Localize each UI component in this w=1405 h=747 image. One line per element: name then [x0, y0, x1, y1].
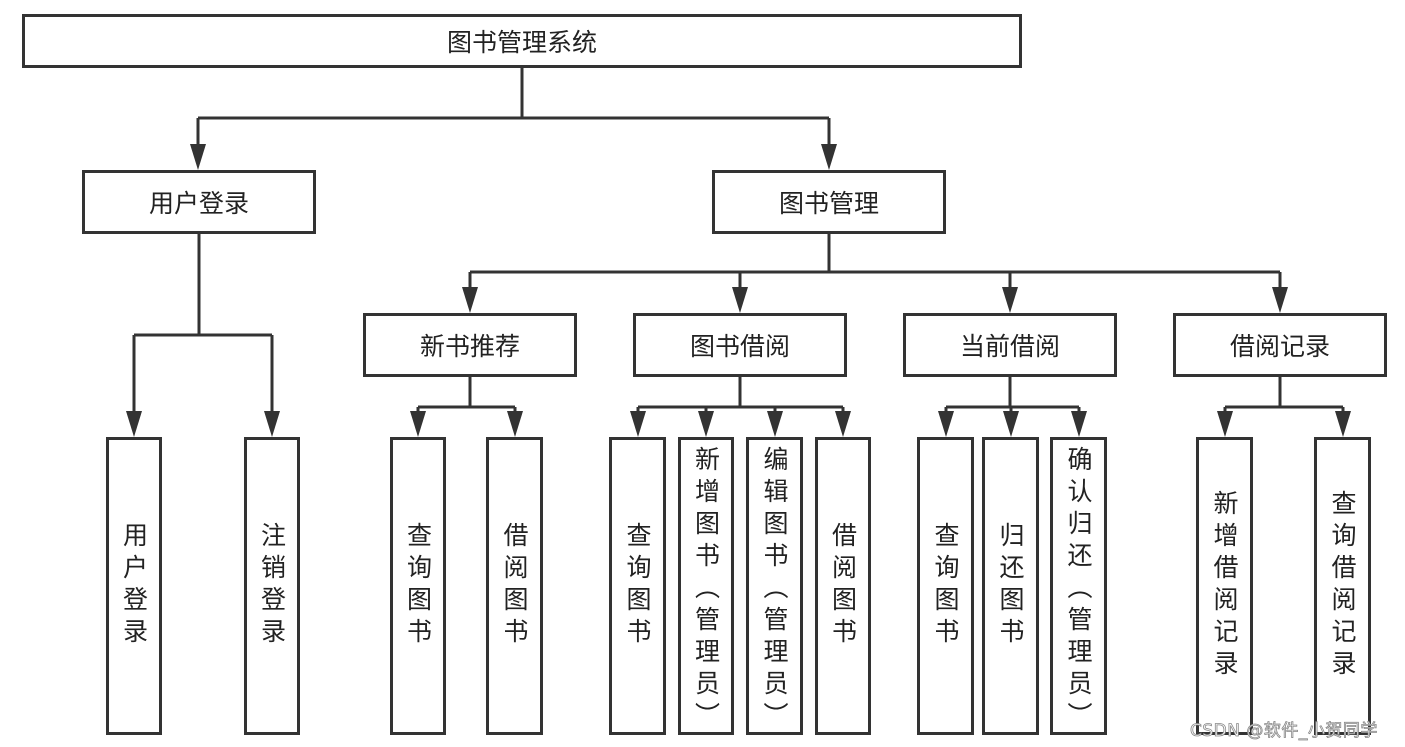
- leaf-node: 确认归还（管理员）: [1050, 437, 1107, 735]
- leaf-node: 查询图书: [917, 437, 974, 735]
- arrow-head-icon: [1071, 411, 1087, 437]
- arrow-head-icon: [630, 411, 646, 437]
- leaf-node: 编辑图书（管理员）: [746, 437, 803, 735]
- arrow-head-icon: [835, 411, 851, 437]
- arrow-head-icon: [698, 411, 714, 437]
- arrow-head-icon: [1272, 287, 1288, 313]
- level2-node: 图书借阅: [633, 313, 847, 377]
- leaf-node: 用户登录: [106, 437, 162, 735]
- arrow-head-icon: [1217, 411, 1233, 437]
- node-book-management: 图书管理: [712, 170, 946, 234]
- arrow-head-icon: [264, 411, 280, 437]
- arrow-head-icon: [126, 411, 142, 437]
- arrow-head-icon: [767, 411, 783, 437]
- leaf-node: 借阅图书: [486, 437, 543, 735]
- leaf-node: 新增借阅记录: [1196, 437, 1253, 735]
- level2-node: 新书推荐: [363, 313, 577, 377]
- arrow-head-icon: [938, 411, 954, 437]
- leaf-node: 注销登录: [244, 437, 300, 735]
- root-node: 图书管理系统: [22, 14, 1022, 68]
- node-user-login: 用户登录: [82, 170, 316, 234]
- leaf-node: 归还图书: [982, 437, 1039, 735]
- leaf-node: 查询图书: [609, 437, 666, 735]
- leaf-node: 查询借阅记录: [1314, 437, 1371, 735]
- arrow-head-icon: [462, 287, 478, 313]
- arrow-head-icon: [821, 144, 837, 170]
- leaf-node: 新增图书（管理员）: [678, 437, 734, 735]
- leaf-node: 借阅图书: [815, 437, 871, 735]
- arrow-head-icon: [1002, 287, 1018, 313]
- level2-node: 借阅记录: [1173, 313, 1387, 377]
- arrow-head-icon: [410, 411, 426, 437]
- arrow-head-icon: [190, 144, 206, 170]
- arrow-head-icon: [507, 411, 523, 437]
- arrow-head-icon: [1335, 411, 1351, 437]
- arrow-head-icon: [1003, 411, 1019, 437]
- leaf-node: 查询图书: [390, 437, 446, 735]
- level2-node: 当前借阅: [903, 313, 1117, 377]
- arrow-head-icon: [732, 287, 748, 313]
- watermark: CSDN @软件_小贺同学: [1190, 721, 1378, 742]
